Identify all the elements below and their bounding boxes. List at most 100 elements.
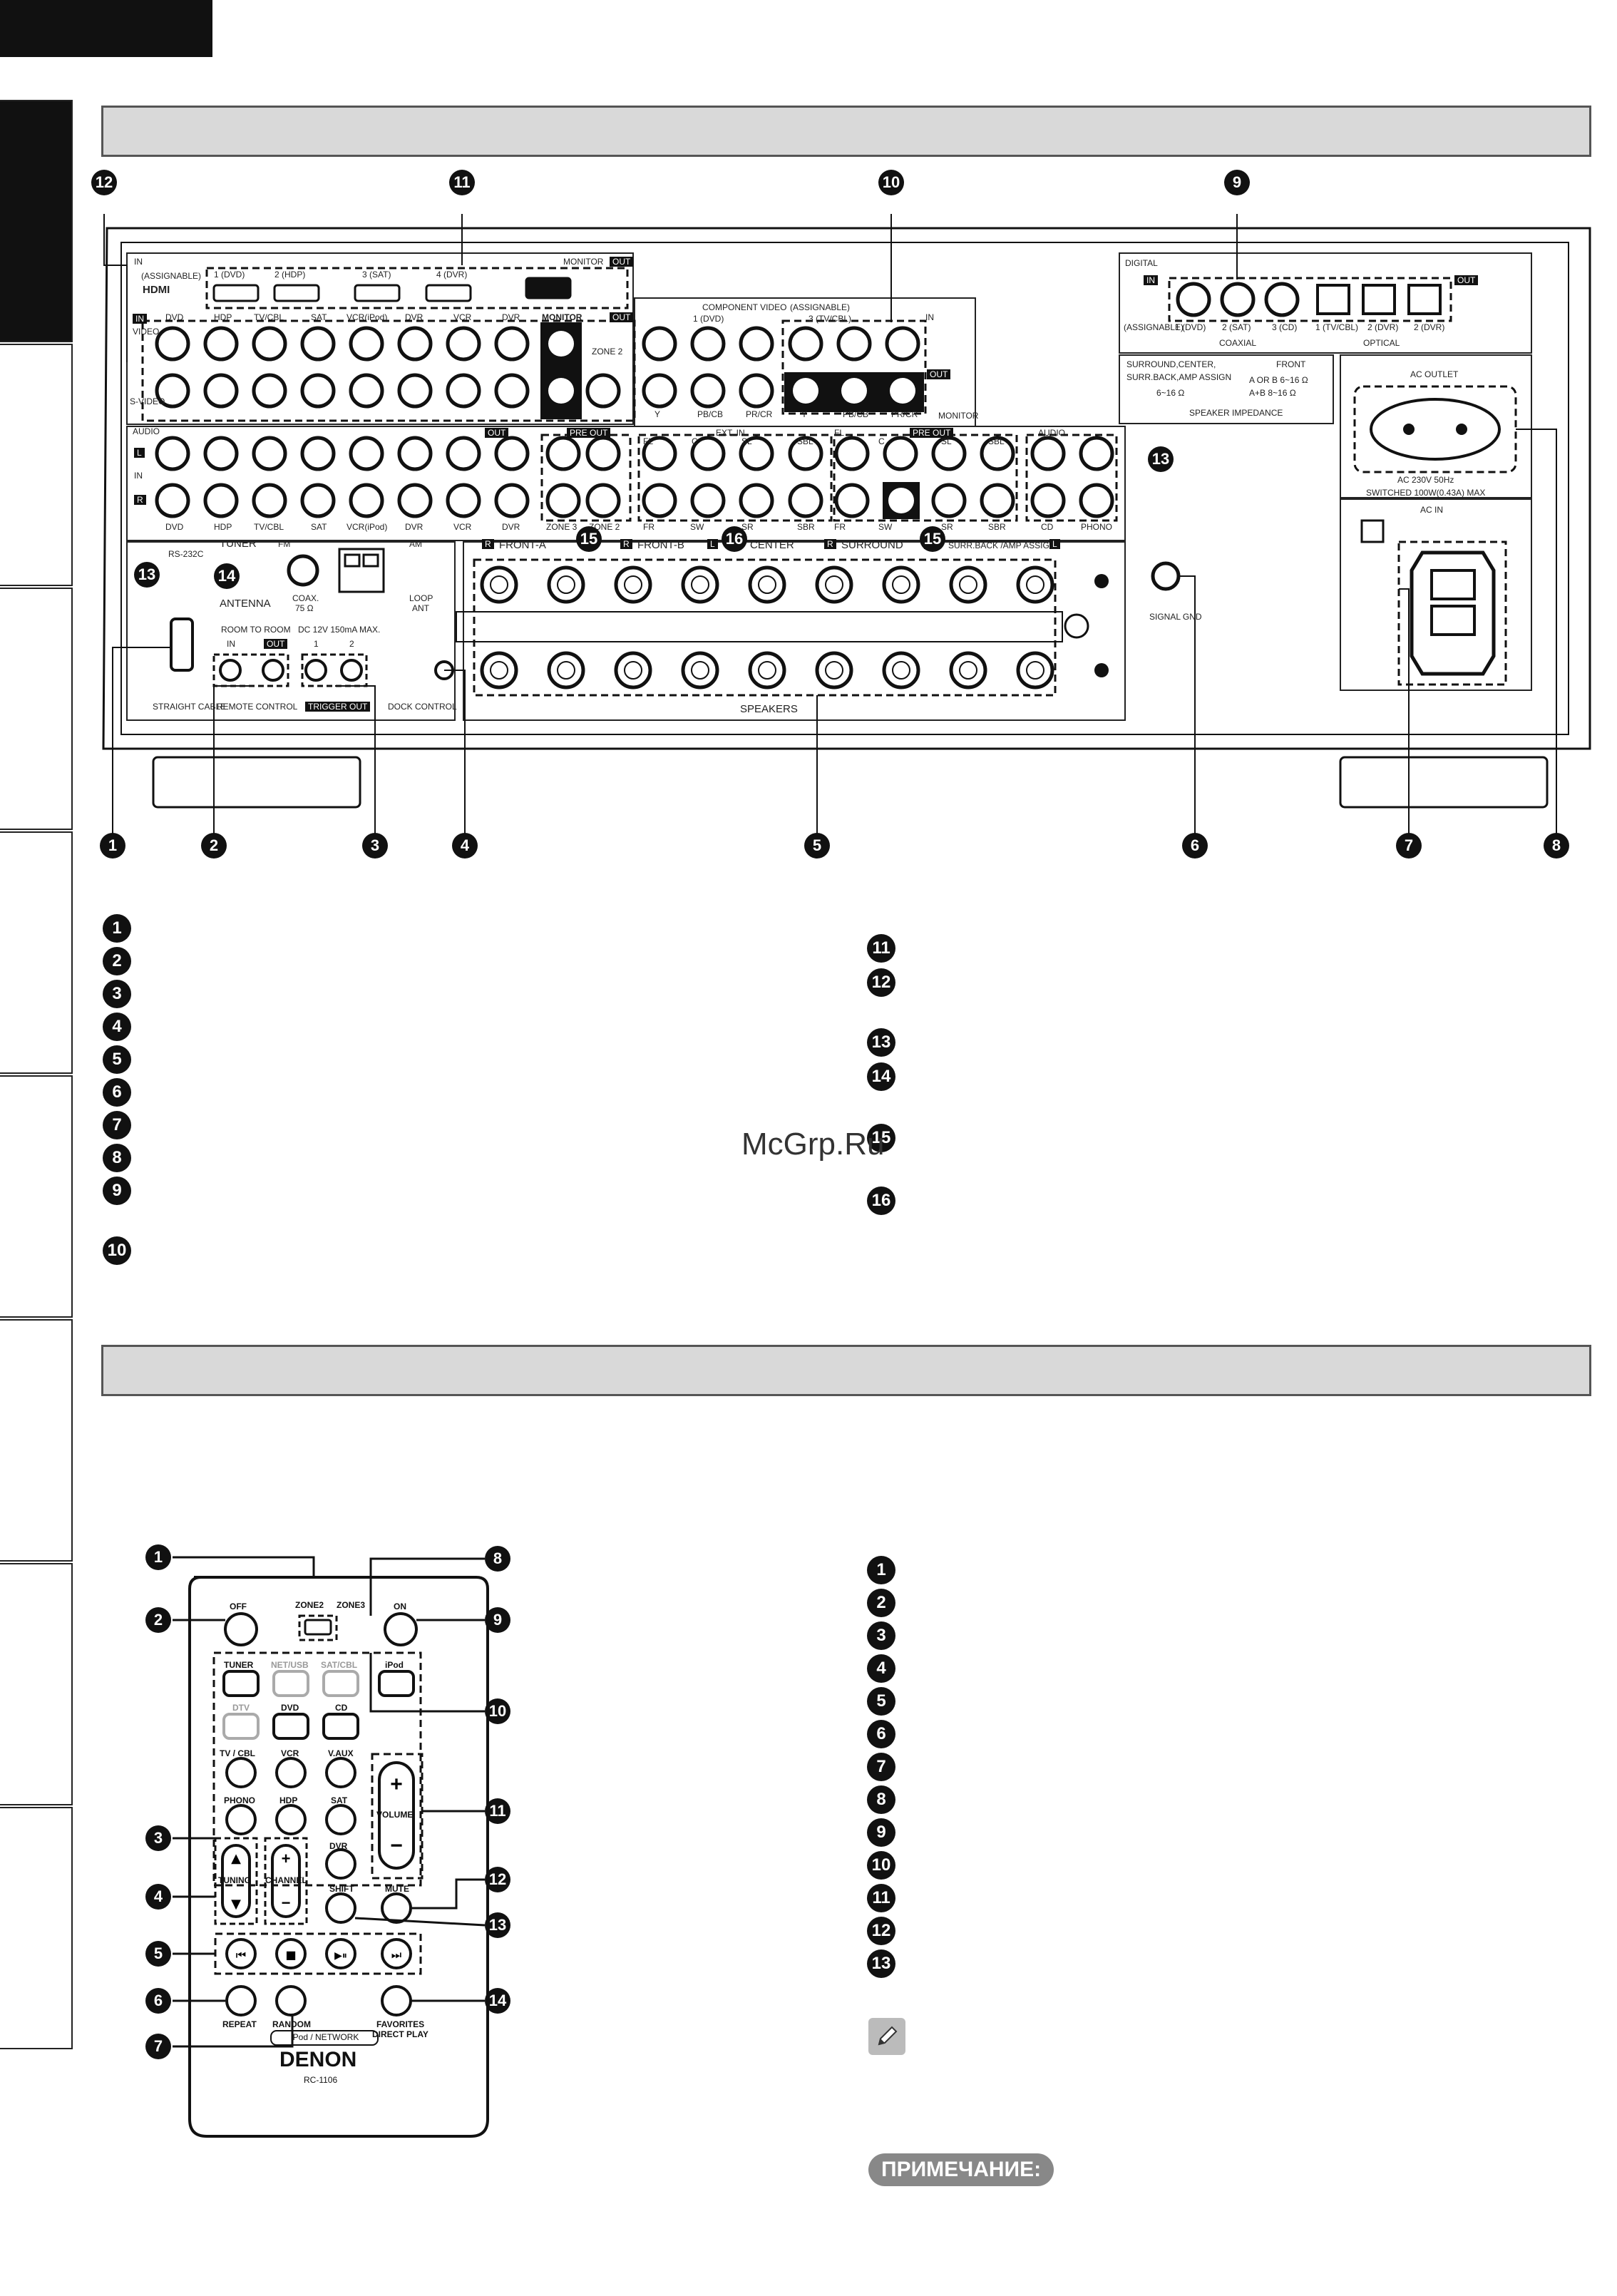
video-src-2: HDP	[214, 312, 232, 322]
ext-fr: FR	[643, 522, 654, 532]
remote-random-label[interactable]: RANDOM	[272, 2019, 311, 2029]
side-tab-6[interactable]	[0, 1319, 73, 1562]
callout-side-13a: 13	[1148, 446, 1174, 472]
side-tab-4[interactable]	[0, 831, 73, 1074]
remote-src-dtv[interactable]: DTV	[232, 1703, 250, 1713]
component-out-tag: OUT	[927, 369, 951, 379]
section-header-rear-panel	[101, 106, 1591, 157]
component-col1: 1 (DVD)	[693, 314, 724, 324]
remote-favorites-label[interactable]: FAVORITES	[376, 2019, 425, 2029]
audio-preout-main: PRE OUT	[910, 428, 954, 438]
remote-src-cd[interactable]: CD	[335, 1703, 348, 1713]
impedance-ab-1: A OR B 6~16 Ω	[1249, 375, 1308, 385]
component-col2: 3 (TV/CBL)	[808, 314, 852, 324]
remote-callout-9: 9	[485, 1607, 510, 1633]
remote-src-ipod[interactable]: iPod	[385, 1660, 404, 1670]
remote-zone2-label: ZONE2	[295, 1600, 324, 1610]
callout-bottom-4: 4	[452, 833, 478, 859]
remote-tuning-label: TUNING	[218, 1875, 251, 1885]
audio-src-4: SAT	[311, 522, 327, 532]
remote-src-dvd[interactable]: DVD	[281, 1703, 299, 1713]
video-src-4: SAT	[311, 312, 327, 322]
svg-text:⏭: ⏭	[391, 1948, 401, 1962]
ext-fl: FL	[643, 436, 654, 446]
remote-off-button[interactable]	[225, 1613, 257, 1644]
remote-direct-play-label: DIRECT PLAY	[372, 2029, 428, 2039]
signal-gnd-label: SIGNAL GND	[1149, 612, 1202, 622]
header-black-block	[0, 0, 212, 57]
remote-channel-label: CHANNEL	[265, 1875, 307, 1885]
spk-l-tag-3: L	[1049, 539, 1060, 549]
left-list-1: 1	[103, 914, 131, 943]
remote-list-6: 6	[867, 1720, 895, 1748]
dock-control-label: DOCK CONTROL	[388, 702, 457, 712]
side-tab-2[interactable]	[0, 344, 73, 586]
remote-repeat-label[interactable]: REPEAT	[222, 2019, 257, 2029]
rs232c-label: RS-232C	[168, 549, 204, 559]
side-tab-7[interactable]	[0, 1563, 73, 1805]
remote-callout-11: 11	[485, 1798, 510, 1824]
remote-callout-2: 2	[145, 1607, 171, 1633]
s-video-label: S-VIDEO	[130, 396, 165, 406]
remote-src-tuner[interactable]: TUNER	[224, 1660, 254, 1670]
spk-surround: SURROUND	[841, 539, 903, 551]
audio-r-tag: R	[134, 495, 146, 505]
video-src-7: VCR	[453, 312, 472, 322]
impedance-left-2: SURR.BACK,AMP ASSIGN	[1126, 372, 1232, 382]
pre-sr: SR	[941, 522, 953, 532]
svg-text:■: ■	[285, 1948, 296, 1962]
audio-src-3: TV/CBL	[254, 522, 284, 532]
remote-src-sat[interactable]: SAT	[331, 1795, 348, 1805]
remote-mute-label[interactable]: MUTE	[385, 1884, 409, 1894]
remote-callout-14: 14	[485, 1988, 510, 2014]
audio-src-7: VCR	[453, 522, 472, 532]
impedance-front: FRONT	[1276, 359, 1306, 369]
remote-src-sat-cbl[interactable]: SAT/CBL	[321, 1660, 358, 1670]
side-tab-1[interactable]	[0, 100, 73, 342]
spk-r-tag-1: R	[482, 539, 494, 549]
hdmi-input-4: 4 (DVR)	[436, 270, 468, 280]
callout-top-11: 11	[449, 170, 475, 195]
remote-src-tv-cbl[interactable]: TV / CBL	[220, 1748, 255, 1758]
callout-side-15a: 15	[576, 526, 602, 552]
remote-src-dvr[interactable]: DVR	[329, 1841, 348, 1851]
spk-r-tag-2: R	[620, 539, 632, 549]
remote-src-vcr[interactable]: VCR	[281, 1748, 299, 1758]
remote-zone-switch[interactable]	[305, 1620, 331, 1634]
audio-src-zone3: ZONE 3	[546, 522, 578, 532]
pre-sbr: SBR	[988, 522, 1006, 532]
remote-src-vaux[interactable]: V.AUX	[328, 1748, 354, 1758]
hdmi-title: HDMI	[143, 284, 170, 296]
left-list-10: 10	[103, 1236, 131, 1265]
audio-src-5: VCR(iPod)	[346, 522, 388, 532]
remote-list-12: 12	[867, 1917, 895, 1945]
remote-src-phono[interactable]: PHONO	[224, 1795, 256, 1805]
side-tab-3[interactable]	[0, 588, 73, 830]
remote-callout-8: 8	[485, 1546, 510, 1572]
remote-in-tag: IN	[227, 639, 235, 649]
pencil-icon	[868, 2018, 905, 2055]
callout-top-9: 9	[1224, 170, 1250, 195]
remote-on-button[interactable]	[385, 1613, 416, 1644]
remote-shift-label[interactable]: SHIFT	[329, 1884, 354, 1894]
svg-text:+: +	[390, 1773, 403, 1796]
digital-label-6: 2 (DVR)	[1414, 322, 1445, 332]
side-tab-8[interactable]	[0, 1807, 73, 2049]
callout-bottom-6: 6	[1182, 833, 1208, 859]
remote-callout-6: 6	[145, 1988, 171, 2014]
svg-text:⏮: ⏮	[236, 1948, 246, 1962]
remote-callout-4: 4	[145, 1884, 171, 1910]
callout-top-10: 10	[878, 170, 904, 195]
audio-cd: CD	[1041, 522, 1054, 532]
spk-center: CENTER	[750, 539, 794, 551]
remote-src-hdp[interactable]: HDP	[279, 1795, 298, 1805]
callout-bottom-7: 7	[1396, 833, 1422, 859]
left-list-4: 4	[103, 1013, 131, 1041]
side-tab-5[interactable]	[0, 1075, 73, 1318]
callout-side-15b: 15	[920, 526, 945, 552]
remote-list-10: 10	[867, 1851, 895, 1880]
left-list-7: 7	[103, 1111, 131, 1139]
pre-c: C	[878, 436, 885, 446]
remote-src-net-usb[interactable]: NET/USB	[271, 1660, 309, 1670]
video-src-5: VCR(iPod)	[346, 312, 388, 322]
